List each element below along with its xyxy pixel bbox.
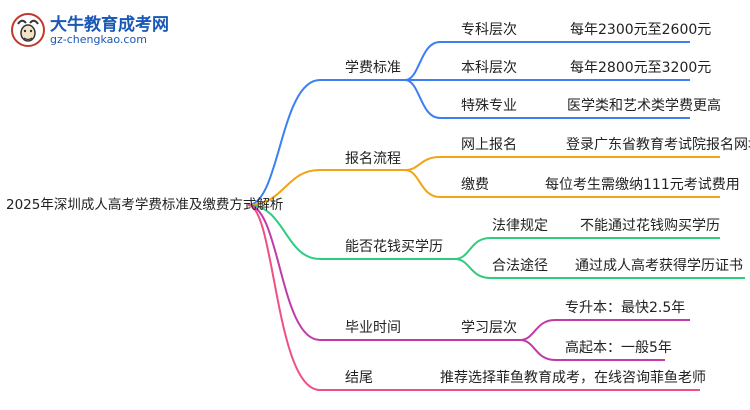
fee-item-label: 专科层次 bbox=[461, 22, 517, 38]
branch-fee: 学费标准 bbox=[345, 60, 401, 76]
connector-root-register bbox=[247, 169, 405, 206]
branch-end: 结尾 bbox=[345, 370, 373, 386]
connector-root-fee bbox=[247, 79, 405, 206]
buy-item-label: 法律规定 bbox=[492, 218, 548, 234]
end-item-value: 推荐选择菲鱼教育成考，在线咨询菲鱼老师 bbox=[440, 370, 706, 386]
fee-item-value: 每年2300元至2600元 bbox=[570, 22, 712, 38]
graduate-item-value: 专升本：最快2.5年 bbox=[565, 300, 686, 316]
buy-item-value: 通过成人高考获得学历证书 bbox=[575, 258, 743, 274]
graduate-item-value: 高起本：一般5年 bbox=[565, 340, 672, 356]
logo-title: 大牛教育成考网 bbox=[50, 15, 169, 35]
register-item-value: 登录广东省教育考试院报名网址 bbox=[566, 137, 750, 153]
branch-graduate: 毕业时间 bbox=[345, 320, 401, 336]
connector-root-graduate bbox=[247, 204, 405, 341]
branch-register: 报名流程 bbox=[345, 151, 401, 167]
register-item-value: 每位考生需缴纳111元考试费用 bbox=[545, 177, 740, 193]
connector-root-end bbox=[247, 204, 410, 391]
register-item-label: 缴费 bbox=[461, 177, 489, 193]
site-logo[interactable]: 大牛教育成考网 gz-chengkao.com bbox=[10, 8, 180, 52]
fee-item-label: 本科层次 bbox=[461, 60, 517, 76]
buy-item-value: 不能通过花钱购买学历 bbox=[580, 218, 720, 234]
fee-item-value: 医学类和艺术类学费更高 bbox=[567, 98, 721, 114]
buy-item-label: 合法途径 bbox=[492, 258, 548, 274]
branch-buy: 能否花钱买学历 bbox=[345, 239, 443, 255]
fee-item-value: 每年2800元至3200元 bbox=[570, 60, 712, 76]
root-node: 2025年深圳成人高考学费标准及缴费方式解析 bbox=[6, 197, 284, 213]
bull-logo-icon bbox=[11, 13, 45, 47]
graduate-sub-label: 学习层次 bbox=[461, 320, 517, 336]
fee-item-label: 特殊专业 bbox=[461, 98, 517, 114]
logo-url: gz-chengkao.com bbox=[50, 33, 147, 46]
register-item-label: 网上报名 bbox=[461, 137, 517, 153]
connector-root-buy bbox=[247, 204, 455, 260]
